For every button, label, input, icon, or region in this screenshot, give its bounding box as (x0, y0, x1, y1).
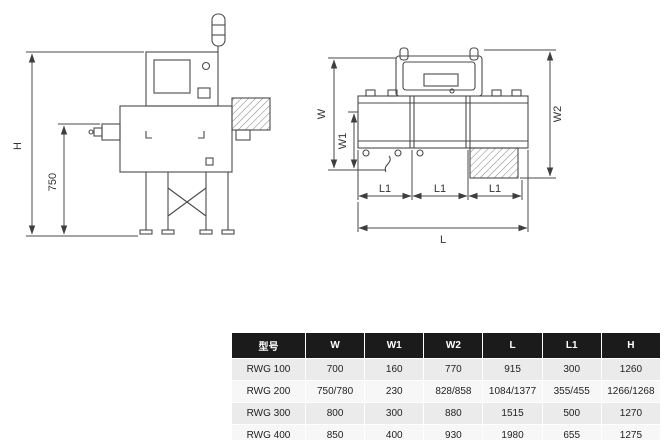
table-header-w2: W2 (423, 332, 484, 359)
infeed-attachment (88, 123, 121, 141)
cell-w2: 828/858 (423, 380, 484, 403)
cell-w2: 930 (423, 424, 484, 440)
cell-l1: 300 (541, 358, 602, 381)
dim-label-l1-a: L1 (379, 183, 391, 195)
cell-l1: 655 (541, 424, 602, 440)
table-row: RWG 200 750/780 230 828/858 1084/1377 35… (231, 380, 662, 403)
cell-h: 1275 (600, 424, 662, 440)
cell-w1: 160 (364, 358, 425, 381)
cell-l1: 355/455 (541, 380, 602, 403)
outfeed-conveyor (231, 97, 271, 141)
cell-model: RWG 200 (231, 380, 306, 403)
outfeed-table (469, 147, 519, 179)
cell-h: 1266/1268 (600, 380, 662, 403)
cell-h: 1270 (600, 402, 662, 425)
table-header-w: W (304, 332, 366, 359)
top-view-dimensions (328, 49, 556, 232)
stand-legs (139, 172, 235, 235)
cell-w1: 230 (364, 380, 425, 403)
side-view-dimensions (26, 51, 144, 237)
dim-label-l: L (440, 234, 446, 246)
cell-w: 850 (304, 424, 366, 440)
conveyor-band (357, 89, 529, 149)
cell-w2: 880 (423, 402, 484, 425)
table-row: RWG 300 800 300 880 1515 500 1270 (231, 402, 662, 425)
top-view-drawing (357, 47, 529, 179)
dim-label-w1: W1 (337, 133, 349, 150)
table-header-l: L (482, 332, 543, 359)
control-head (145, 51, 219, 107)
cell-l1: 500 (541, 402, 602, 425)
dim-label-l1-b: L1 (434, 183, 446, 195)
dim-label-h: H (12, 142, 24, 150)
cell-h: 1260 (600, 358, 662, 381)
table-header-l1: L1 (541, 332, 602, 359)
table-header-h: H (600, 332, 662, 359)
detector-head (395, 47, 483, 97)
cell-w: 750/780 (304, 380, 366, 403)
under-band-parts (362, 149, 424, 173)
dim-label-w2: W2 (552, 106, 564, 123)
cell-l: 1980 (482, 424, 543, 440)
table-header-row: 型号 W W1 W2 L L1 H (231, 332, 662, 359)
table-header-model: 型号 (231, 332, 306, 359)
dim-label-750: 750 (47, 173, 59, 191)
table-header-w1: W1 (364, 332, 425, 359)
dim-label-l1-c: L1 (489, 183, 501, 195)
dim-label-w: W (316, 108, 328, 119)
cell-w: 700 (304, 358, 366, 381)
signal-tower (211, 13, 226, 52)
table-row: RWG 400 850 400 930 1980 655 1275 (231, 424, 662, 440)
table-row: RWG 100 700 160 770 915 300 1260 (231, 358, 662, 381)
cell-model: RWG 100 (231, 358, 306, 381)
cell-w1: 400 (364, 424, 425, 440)
cell-l: 1515 (482, 402, 543, 425)
cell-model: RWG 300 (231, 402, 306, 425)
machine-body (119, 105, 233, 173)
cell-model: RWG 400 (231, 424, 306, 440)
cell-w: 800 (304, 402, 366, 425)
spec-table: 型号 W W1 W2 L L1 H RWG 100 700 160 770 91… (231, 332, 662, 440)
side-view-drawing (88, 13, 271, 235)
cell-w2: 770 (423, 358, 484, 381)
cell-l: 1084/1377 (482, 380, 543, 403)
cell-l: 915 (482, 358, 543, 381)
machine-drawings: H 750 (12, 13, 564, 246)
cell-w1: 300 (364, 402, 425, 425)
